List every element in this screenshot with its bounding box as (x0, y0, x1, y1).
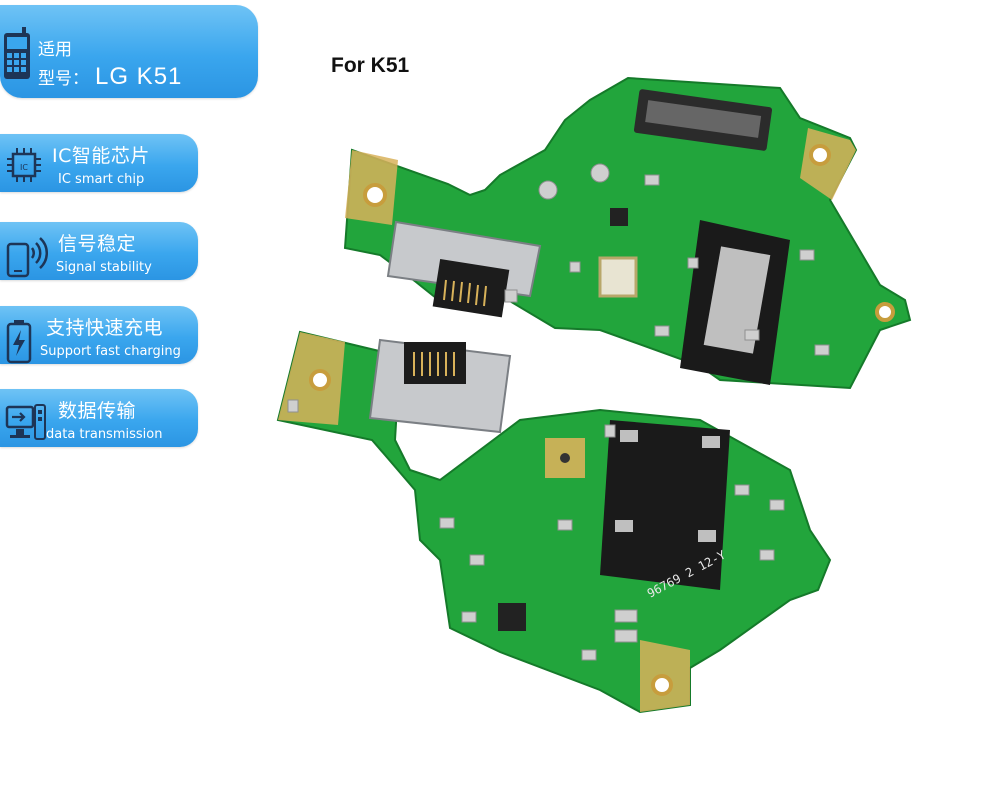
feature-title-zh: 信号稳定 (58, 233, 137, 255)
model-type-label: 型号： (38, 69, 89, 89)
svg-text:IC: IC (20, 163, 28, 172)
model-card: 适用 型号： LG K51 (0, 5, 258, 98)
charging-board-bottom: 96769 2 12-Y (276, 330, 832, 714)
signal-phone-icon (4, 234, 49, 282)
feature-title-zh: 支持快速充电 (46, 317, 164, 339)
feature-title-en: Support fast charging (40, 344, 181, 359)
feature-title-zh: 数据传输 (58, 400, 137, 422)
feature-card-signal: 信号稳定 Signal stability (0, 222, 198, 280)
model-value: LG K51 (95, 63, 183, 90)
feature-title-en: IC smart chip (58, 172, 145, 187)
computer-transfer-icon (4, 401, 48, 449)
phone-keypad-icon (2, 27, 34, 87)
feature-title-en: data transmission (46, 427, 163, 442)
feature-card-ic-chip: IC IC智能芯片 IC smart chip (0, 134, 198, 192)
feature-title-en: Signal stability (56, 260, 152, 275)
product-heading: For K51 (331, 54, 410, 77)
feature-card-fast-charging: 支持快速充电 Support fast charging (0, 306, 198, 364)
feature-card-data-transmission: 数据传输 data transmission (0, 389, 198, 447)
model-label-row: 型号： LG K51 (38, 63, 182, 91)
battery-bolt-icon (4, 318, 34, 368)
chip-icon: IC (4, 146, 44, 188)
charging-board-top (343, 76, 912, 390)
feature-title-zh: IC智能芯片 (52, 145, 150, 167)
model-applicable-label: 适用 (38, 40, 72, 60)
